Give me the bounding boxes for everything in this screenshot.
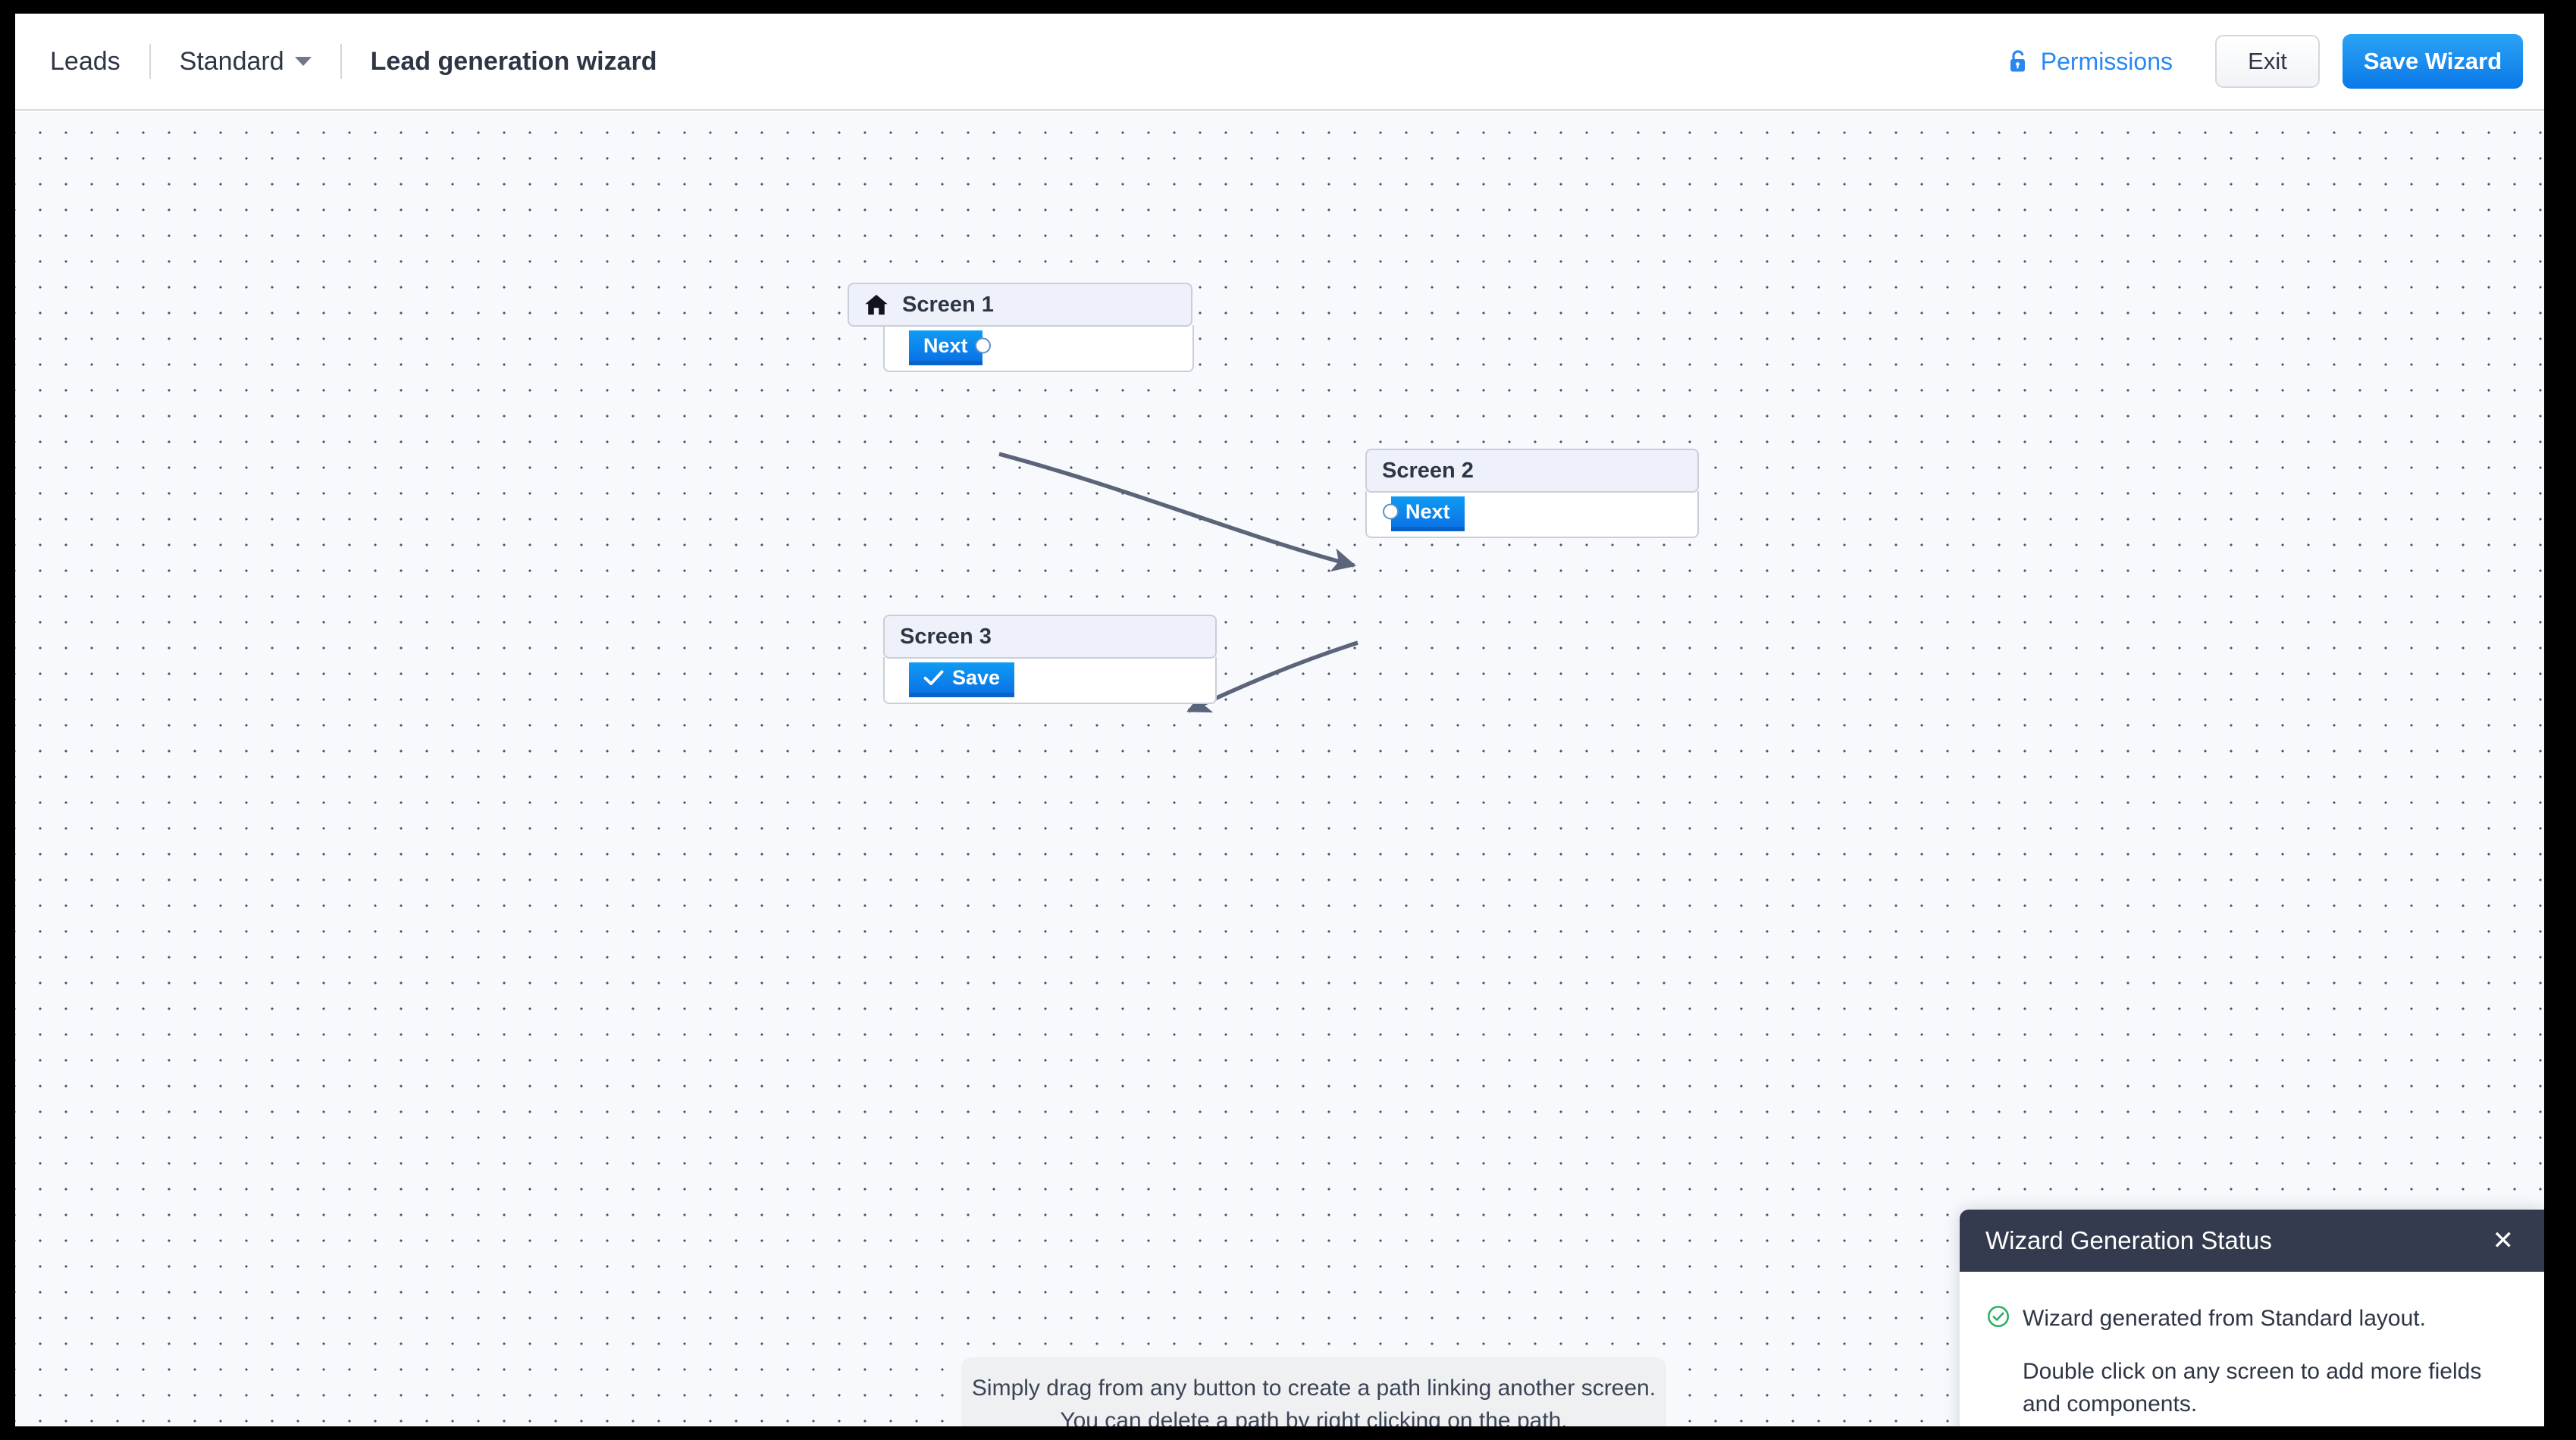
flow-canvas[interactable]: Screen 1 Next Screen 2 Next	[15, 112, 2544, 1426]
node-button-label-screen-3: Save	[952, 665, 1001, 689]
node-button-label-screen-1: Next	[923, 333, 968, 357]
save-wizard-button[interactable]: Save Wizard	[2343, 34, 2523, 89]
permissions-label: Permissions	[2040, 47, 2173, 75]
chevron-down-icon	[294, 57, 312, 66]
connection-handle-screen-1-right[interactable]	[974, 337, 991, 354]
permissions-button[interactable]: Permissions	[2007, 48, 2173, 76]
node-button-next-screen-1[interactable]: Next	[909, 330, 991, 365]
node-header-screen-2[interactable]: Screen 2	[1365, 449, 1699, 493]
canvas-hint-line-1: Simply drag from any button to create a …	[971, 1376, 1656, 1401]
status-panel-header: Wizard Generation Status ✕	[1960, 1210, 2544, 1272]
node-button-label-screen-2: Next	[1406, 499, 1450, 523]
node-body-screen-1[interactable]: Next	[883, 325, 1194, 372]
check-circle-icon	[1988, 1306, 2009, 1327]
application-frame: Leads Standard Lead generation wizard Pe…	[15, 14, 2544, 1426]
wizard-generation-status-panel: Wizard Generation Status ✕ Wizard genera…	[1960, 1210, 2544, 1426]
node-title-screen-3: Screen 3	[900, 624, 992, 649]
node-body-screen-3[interactable]: Save	[883, 657, 1217, 704]
canvas-hint-line-2: You can delete a path by right clicking …	[1060, 1407, 1568, 1426]
lock-icon	[2010, 50, 2025, 72]
check-icon	[923, 670, 944, 685]
status-message: Wizard generated from Standard layout.	[2023, 1306, 2426, 1331]
node-button-next-screen-2[interactable]: Next	[1383, 496, 1465, 531]
exit-button[interactable]: Exit	[2215, 35, 2320, 88]
layout-selector[interactable]: Standard	[180, 47, 312, 77]
node-body-screen-2[interactable]: Next	[1365, 491, 1699, 538]
breadcrumb-divider-1	[149, 44, 151, 79]
layout-selector-label: Standard	[179, 46, 284, 76]
edge-screen1-screen2[interactable]	[998, 452, 1357, 572]
breadcrumb-object[interactable]: Leads	[50, 46, 121, 76]
node-title-screen-1: Screen 1	[902, 292, 994, 317]
status-panel-title: Wizard Generation Status	[1985, 1226, 2272, 1254]
canvas-hint: Simply drag from any button to create a …	[961, 1357, 1666, 1426]
status-message-row: Wizard generated from Standard layout.	[1987, 1302, 2511, 1335]
home-icon	[865, 294, 888, 315]
connection-handle-screen-2-left[interactable]	[1383, 503, 1399, 520]
node-header-screen-3[interactable]: Screen 3	[883, 615, 1217, 659]
node-button-save-screen-3[interactable]: Save	[909, 662, 1015, 697]
flow-node-screen-1[interactable]: Screen 1 Next	[848, 283, 1194, 372]
breadcrumb-divider-2	[340, 44, 342, 79]
top-bar: Leads Standard Lead generation wizard Pe…	[15, 14, 2544, 111]
page-title: Lead generation wizard	[370, 46, 657, 76]
top-bar-actions: Permissions Exit Save Wizard	[2007, 34, 2523, 89]
close-icon[interactable]: ✕	[2492, 1226, 2515, 1255]
node-header-screen-1[interactable]: Screen 1	[848, 283, 1192, 327]
flow-node-screen-2[interactable]: Screen 2 Next	[1365, 449, 1699, 538]
flow-node-screen-3[interactable]: Screen 3 Save	[883, 615, 1217, 704]
status-panel-body: Wizard generated from Standard layout. D…	[1960, 1272, 2544, 1426]
status-note: Double click on any screen to add more f…	[2023, 1358, 2482, 1417]
breadcrumb: Leads Standard Lead generation wizard	[50, 44, 2007, 79]
node-title-screen-2: Screen 2	[1382, 458, 1474, 483]
